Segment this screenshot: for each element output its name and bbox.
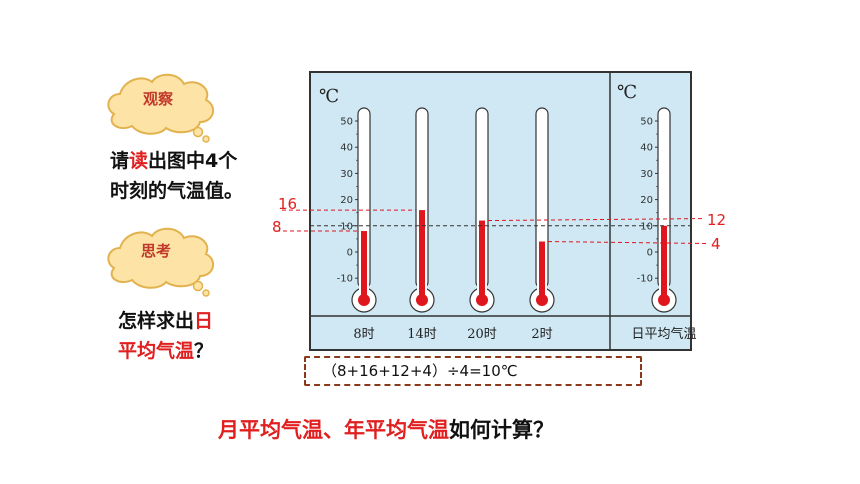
average-thermometer-mercury — [661, 225, 667, 298]
guide-line-2h — [547, 241, 707, 245]
scale-tick-label: 30 — [340, 169, 353, 180]
task-text-part: ？ — [194, 340, 214, 362]
think-task-text: 怎样求出日 平均气温？ — [118, 306, 213, 366]
average-thermometer-caption: 日平均气温 — [631, 326, 696, 342]
scale-tick-label: 0 — [647, 248, 653, 259]
thermometer-1-caption: 8时 — [353, 327, 374, 342]
thermometer-1-mercury — [361, 231, 367, 298]
task-text-part: 出图中4个 — [148, 150, 238, 172]
average-thermometer-bulb — [658, 294, 670, 306]
task-text-highlight: 读 — [129, 150, 149, 172]
observe-thought-bubble — [107, 73, 215, 143]
scale-tick-label: 50 — [640, 117, 653, 128]
scale-tick-label: -10 — [337, 274, 353, 285]
scale-tick-label: 40 — [340, 143, 353, 154]
thermometer-panel: ℃ ℃ 50 40 30 20 10 0 -10 50 40 30 20 10 0 -10 8时 14时 2… — [272, 71, 726, 351]
scale-tick-label: 40 — [640, 143, 653, 154]
annotation-left-bottom: 8 — [272, 218, 282, 236]
guide-lines — [276, 209, 707, 245]
thermometer-4-caption: 2时 — [531, 327, 552, 342]
thermometer-2-caption: 14时 — [407, 327, 437, 342]
scale-tick-label: 0 — [347, 248, 353, 259]
unit-left: ℃ — [319, 86, 339, 107]
task-text-highlight: 平均气温 — [118, 340, 195, 362]
annotation-right-top: 12 — [707, 211, 726, 229]
scale-tick-label: 20 — [340, 195, 353, 206]
annotation-left-top: 16 — [278, 195, 297, 213]
task-text-part: 请 — [110, 150, 130, 172]
thermometer-2-bulb — [416, 294, 428, 306]
task-text-highlight: 日 — [194, 310, 214, 332]
observe-task-text: 请读出图中4个 时刻的气温值。 — [110, 146, 243, 206]
question-text: 如何计算？ — [449, 418, 554, 442]
scale-tick-label: 30 — [640, 169, 653, 180]
thermometer-2-mercury — [419, 210, 425, 298]
thermometer-4-bulb — [536, 294, 548, 306]
bottom-question: 月平均气温、年平均气温如何计算？ — [218, 414, 554, 444]
scale-tick-label: 10 — [640, 221, 653, 232]
scale-tick-label: 50 — [340, 117, 353, 128]
think-bubble-label: 思考 — [140, 242, 171, 260]
unit-right: ℃ — [617, 82, 637, 103]
scale-tick-label: 10 — [340, 221, 353, 232]
thermometer-3-bulb — [476, 294, 488, 306]
thermometer-3-mercury — [479, 220, 485, 298]
scale-tick-label: -10 — [637, 274, 653, 285]
annotation-right-bottom: 4 — [711, 235, 721, 253]
thermometer-1-bulb — [358, 294, 370, 306]
formula-box: （8+16+12+4）÷4=10℃ — [304, 356, 642, 386]
scale-tick-label: 20 — [640, 195, 653, 206]
observe-bubble-label: 观察 — [142, 90, 173, 108]
task-text-part: 怎样求出 — [118, 310, 195, 332]
think-thought-bubble — [107, 227, 215, 297]
thermometer-3-caption: 20时 — [467, 327, 497, 342]
thermometer-4-mercury — [539, 241, 545, 298]
guide-line-20h — [487, 218, 705, 222]
task-text-line: 时刻的气温值。 — [110, 180, 244, 202]
question-highlight: 月平均气温、年平均气温 — [218, 418, 449, 442]
